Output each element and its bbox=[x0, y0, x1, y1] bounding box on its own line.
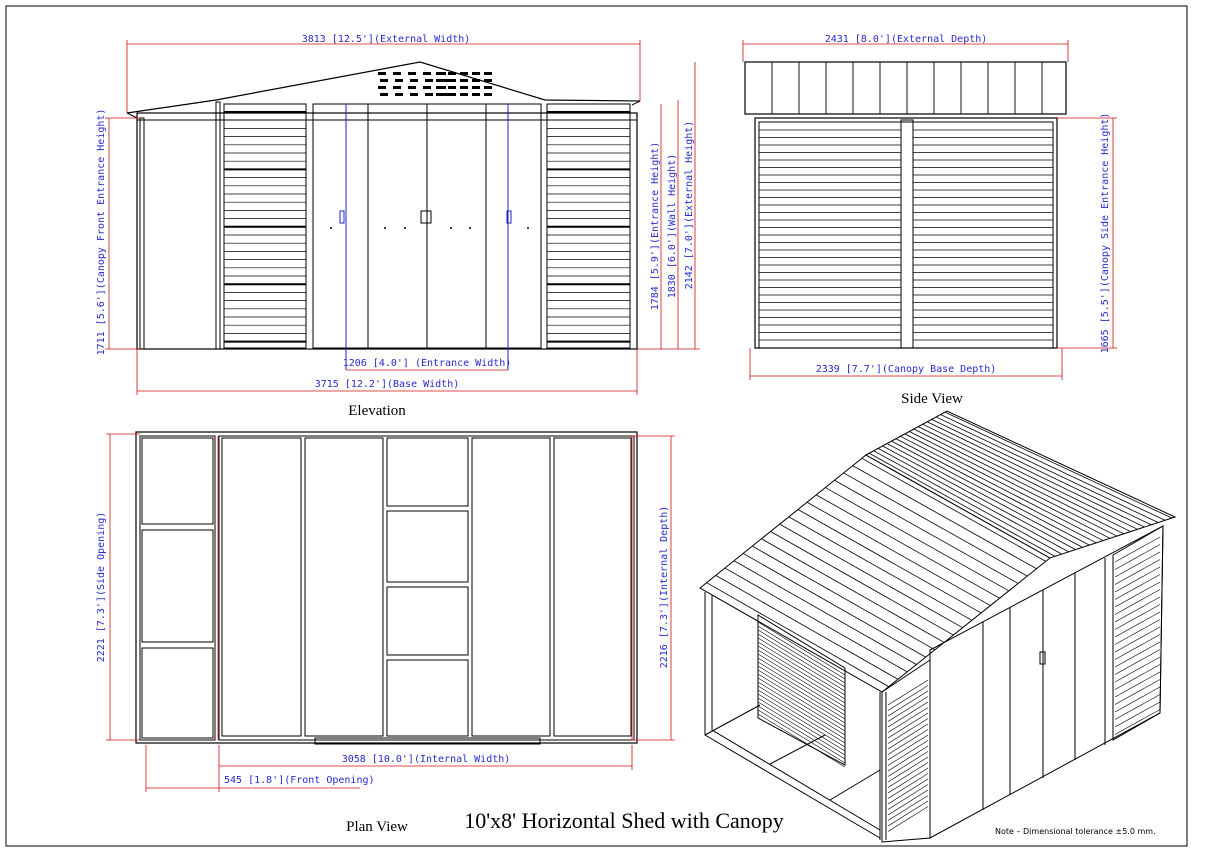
plan-view-caption: Plan View bbox=[346, 819, 408, 835]
external-height-label: 2142 [7.0'](External Height) bbox=[684, 121, 695, 290]
elevation-caption: Elevation bbox=[348, 403, 406, 419]
internal-width-label: 3058 [10.0'](Internal Width) bbox=[342, 754, 511, 765]
iso-left-end-wall bbox=[881, 659, 931, 843]
elevation-roof-vents bbox=[378, 72, 492, 96]
iso-canopy-wall bbox=[757, 614, 846, 766]
isometric-view bbox=[699, 410, 1177, 843]
side-roof-ribs bbox=[771, 62, 1043, 114]
sheet-border bbox=[5, 5, 1188, 847]
wall-height-label: 1830 [6.0'](Wall Height) bbox=[667, 154, 678, 299]
base-width-label: 3715 [12.2'](Base Width) bbox=[315, 379, 460, 390]
iso-roof-ribs bbox=[706, 411, 1173, 687]
tolerance-note: Note – Dimensional tolerance ±5.0 mm. bbox=[995, 827, 1156, 836]
side-opening-label: 2221 [7.3'](Side Opening) bbox=[96, 512, 107, 663]
front-opening-label: 545 [1.8'](Front Opening) bbox=[224, 775, 375, 786]
external-width-label: 3813 [12.5'](External Width) bbox=[302, 34, 471, 45]
entrance-width-label: 1206 [4.0'] (Entrance Width) bbox=[343, 358, 512, 369]
entrance-height-label: 1784 [5.9'](Entrance Height) bbox=[650, 142, 661, 311]
plan-view: 2221 [7.3'](Side Opening) 2216 [7.3'](In… bbox=[96, 431, 675, 835]
side-view: 2431 [8.0'](External Depth) 2339 [7.7'](… bbox=[742, 34, 1117, 407]
canopy-side-height-label: 1665 [5.5'](Canopy Side Entrance Height) bbox=[1100, 113, 1111, 354]
side-wall-louvers bbox=[759, 129, 1053, 341]
iso-wall-louvers bbox=[757, 536, 1161, 832]
side-view-caption: Side View bbox=[901, 391, 963, 407]
iso-right-end-wall bbox=[1112, 525, 1164, 741]
external-depth-label: 2431 [8.0'](External Depth) bbox=[825, 34, 988, 45]
canopy-front-height-label: 1711 [5.6'](Canopy Front Entrance Height… bbox=[96, 109, 107, 356]
elevation-left-panel bbox=[223, 103, 307, 349]
elevation-view: 3813 [12.5'](External Width) 3715 [12.2'… bbox=[96, 34, 700, 419]
canopy-base-depth-label: 2339 [7.7'](Canopy Base Depth) bbox=[816, 364, 997, 375]
internal-depth-label: 2216 [7.3'](Internal Depth) bbox=[659, 506, 670, 669]
elevation-right-panel bbox=[546, 103, 631, 349]
drawing-title: 10'x8' Horizontal Shed with Canopy bbox=[464, 808, 784, 833]
